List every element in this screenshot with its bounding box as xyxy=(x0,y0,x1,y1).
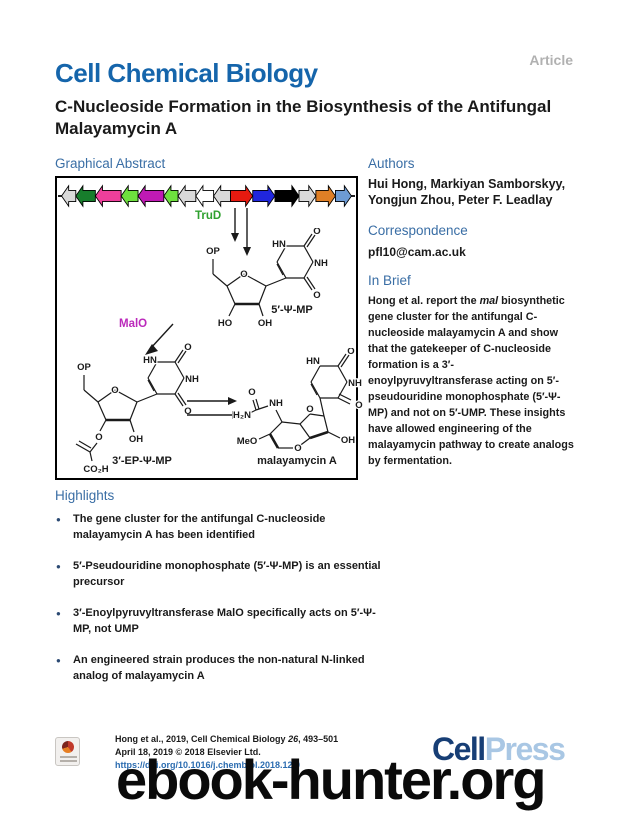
article-type-label: Article xyxy=(529,52,573,68)
info-column: Authors Hui Hong, Markiyan Samborskyy, Y… xyxy=(368,156,576,469)
in-brief-pre: Hong et al. report the xyxy=(368,294,480,307)
svg-text:OP: OP xyxy=(206,246,220,257)
svg-text:O: O xyxy=(355,400,362,411)
svg-text:O: O xyxy=(313,228,320,237)
highlight-item: The gene cluster for the antifungal C-nu… xyxy=(55,511,385,543)
gene-arrow xyxy=(195,184,215,208)
svg-text:OH: OH xyxy=(258,318,272,329)
in-brief-heading: In Brief xyxy=(368,272,411,288)
gene-arrow xyxy=(61,184,77,208)
molecule-structure-3-ep-psi-mp: HN NH O O O OP OH O CO₂H xyxy=(75,341,200,475)
highlights-list: The gene cluster for the antifungal C-nu… xyxy=(55,511,385,684)
conversion-arrows xyxy=(187,397,241,419)
authors-heading: Authors xyxy=(368,156,415,171)
highlight-item: 3′-Enoylpyruvyltransferase MalO specific… xyxy=(55,605,385,637)
gene-arrow xyxy=(315,184,336,208)
highlights-section: Highlights The gene cluster for the anti… xyxy=(55,488,385,699)
citation-date-line: April 18, 2019 © 2018 Elsevier Ltd. xyxy=(115,747,261,757)
svg-text:HN: HN xyxy=(143,355,157,366)
svg-text:O: O xyxy=(95,432,102,443)
trud-reaction-arrows xyxy=(231,208,251,256)
gene-arrow xyxy=(213,184,231,208)
in-brief-text: Hong et al. report the mal biosynthetic … xyxy=(368,293,576,469)
gene-arrow xyxy=(75,184,96,208)
highlight-item: 5′-Pseudouridine monophosphate (5′-Ψ-MP)… xyxy=(55,558,385,590)
gene-arrow xyxy=(137,184,165,208)
svg-text:HN: HN xyxy=(272,239,286,250)
molecule-name-malayamycin-a: malayamycin A xyxy=(257,455,337,467)
molecule-name-3-ep-psi-mp: 3′-EP-Ψ-MP xyxy=(112,455,172,467)
svg-text:O: O xyxy=(240,269,247,280)
gene-arrow xyxy=(252,184,276,208)
molecule-name-5-psi-mp: 5′-Ψ-MP xyxy=(271,304,313,316)
svg-text:O: O xyxy=(111,385,118,396)
gene-arrow xyxy=(120,184,139,208)
gene-arrow xyxy=(230,184,254,208)
ebook-hunter-watermark: ebook-hunter.org xyxy=(116,748,546,811)
logo-press: Press xyxy=(484,731,566,767)
highlight-item: An engineered strain produces the non-na… xyxy=(55,652,385,684)
svg-text:O: O xyxy=(184,342,191,353)
badge-text-line xyxy=(60,760,77,762)
gene-cluster-diagram xyxy=(58,184,355,208)
svg-text:HO: HO xyxy=(218,318,232,329)
molecule-structure-5-psi-mp: HN NH O O O OP HO OH xyxy=(205,228,329,330)
cellpress-logo: CellPress xyxy=(432,731,566,768)
citation-line: Hong et al., 2019, Cell Chemical Biology… xyxy=(115,734,339,744)
correspondence-email-link[interactable]: pfl10@cam.ac.uk xyxy=(368,244,466,259)
gene-arrow xyxy=(298,184,317,208)
svg-text:O: O xyxy=(347,348,354,357)
badge-text-line xyxy=(60,756,77,758)
gene-arrow xyxy=(274,184,300,208)
svg-text:OP: OP xyxy=(77,362,91,373)
graphical-abstract-heading: Graphical Abstract xyxy=(55,156,166,171)
enzyme-label-trud: TruD xyxy=(195,210,222,222)
in-brief-post: biosynthetic gene cluster for the antifu… xyxy=(368,294,574,467)
svg-text:OH: OH xyxy=(129,434,143,445)
malo-reaction-arrow xyxy=(145,323,174,355)
in-brief-italic: mal xyxy=(479,294,499,307)
svg-text:O: O xyxy=(313,290,320,301)
gene-arrow xyxy=(334,184,352,208)
molecule-structure-malayamycin-a: HN NH O O H₂N O NH O O MeO OH xyxy=(232,348,364,455)
gene-arrow xyxy=(177,184,197,208)
doi-link[interactable]: https://doi.org/10.1016/j.chembiol.2018.… xyxy=(115,760,301,770)
svg-text:O: O xyxy=(184,406,191,417)
correspondence-heading: Correspondence xyxy=(368,222,468,238)
svg-text:NH: NH xyxy=(269,398,283,409)
svg-text:NH: NH xyxy=(348,378,362,389)
paper-title: C-Nucleoside Formation in the Biosynthes… xyxy=(55,97,552,139)
check-for-updates-icon[interactable] xyxy=(55,737,80,766)
badge-circle-icon xyxy=(62,741,74,753)
enzyme-label-malo: MalO xyxy=(119,318,148,330)
svg-text:O: O xyxy=(248,387,255,398)
svg-text:HN: HN xyxy=(306,356,320,367)
svg-text:NH: NH xyxy=(185,374,199,385)
svg-text:H₂N: H₂N xyxy=(233,410,251,421)
journal-title: Cell Chemical Biology xyxy=(55,58,318,88)
svg-text:OH: OH xyxy=(341,435,355,446)
gene-arrow xyxy=(163,184,179,208)
highlights-heading: Highlights xyxy=(55,488,115,503)
gene-arrow xyxy=(94,184,122,208)
svg-text:MeO: MeO xyxy=(237,436,258,447)
logo-cell: Cell xyxy=(432,731,486,767)
svg-text:O: O xyxy=(294,443,301,454)
graphical-abstract-panel: TruD HN NH O O O OP HO OH 5′-Ψ-MP MalO xyxy=(55,176,364,480)
svg-text:NH: NH xyxy=(314,258,328,269)
svg-text:CO₂H: CO₂H xyxy=(83,464,108,475)
svg-text:O: O xyxy=(306,404,313,415)
citation-block: Hong et al., 2019, Cell Chemical Biology… xyxy=(115,733,338,772)
citation-volume: 26 xyxy=(288,734,299,744)
author-names: Hui Hong, Markiyan Samborskyy, Yongjun Z… xyxy=(368,177,566,208)
